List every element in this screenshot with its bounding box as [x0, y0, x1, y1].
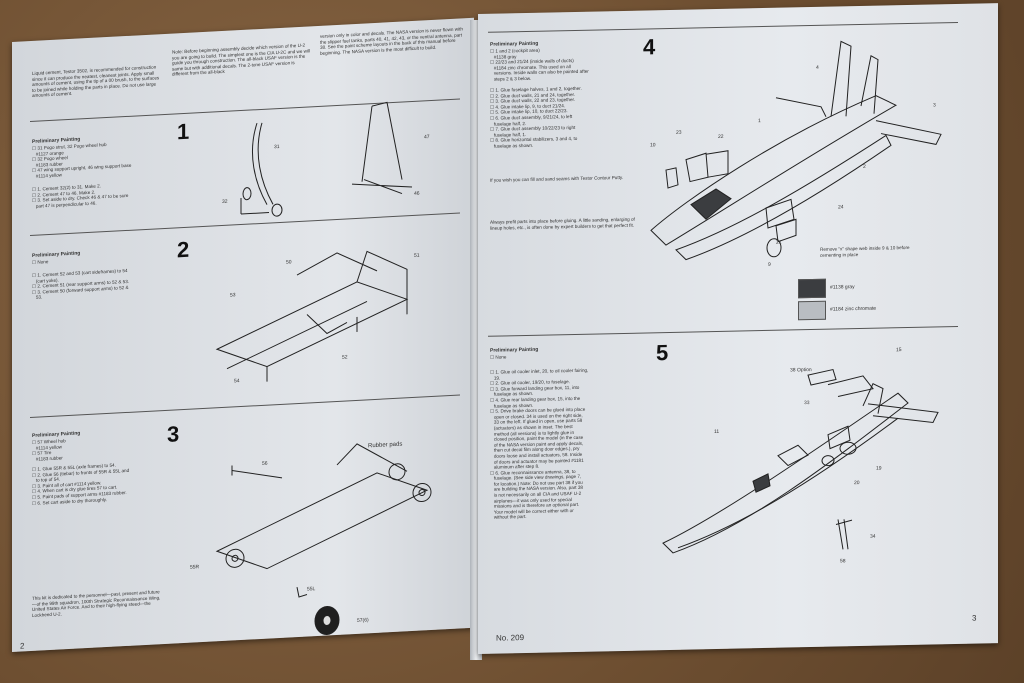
callout-46: 46 — [414, 190, 420, 197]
step-5-aircraft-drawing — [662, 368, 939, 554]
callout-50: 50 — [286, 259, 292, 266]
step-5-instructions: ☐ 1. Glue oil cooler inlet, 20, to oil c… — [490, 367, 589, 521]
callout-9: 9 — [768, 261, 771, 268]
callout-1: 1 — [758, 118, 761, 125]
callout-22: 22 — [718, 133, 724, 140]
legend-swatch-zinc-chromate — [798, 300, 826, 321]
callout-57-6: 57(6) — [357, 617, 369, 624]
step-1-instructions: ☐ 1. Cement 32(2) to 31. Make 2.☐ 2. Cem… — [32, 183, 129, 209]
divider — [30, 394, 460, 419]
intro-nasa-text: version only in color and decals. The NA… — [320, 26, 463, 56]
callout-34: 34 — [870, 533, 876, 540]
callout-56: 56 — [262, 460, 268, 467]
step-3-instructions: ☐ 1. Glue 55R & 55L (axle frames) to 54.… — [32, 462, 130, 506]
step-2-paint-list: ☐ None — [32, 259, 49, 265]
callout-53: 53 — [230, 292, 236, 299]
callout-4: 4 — [816, 64, 819, 71]
step-3-paint-list: ☐ 57 Wheel hub #1114 yellow☐ 57 Tire #11… — [32, 438, 66, 462]
callout-19: 19 — [876, 465, 882, 472]
callout-51: 51 — [414, 252, 420, 259]
step-5-paint-list: ☐ None — [490, 354, 507, 360]
kit-number: No. 209 — [496, 633, 525, 643]
right-page: 4 Preliminary Painting ☐ 1 and 2 (cockpi… — [478, 3, 998, 655]
step-3-number: 3 — [167, 421, 180, 447]
left-page: Liquid cement, Testor 3502, is recommend… — [12, 17, 474, 653]
callout-2: 2 — [863, 163, 866, 170]
callout-54: 54 — [234, 378, 240, 385]
intro-versions-text: Note: Before beginning assembly decide w… — [172, 42, 311, 77]
callout-58: 58 — [840, 558, 846, 565]
step-2-cart-frame-drawing — [215, 250, 409, 382]
callout-21: 21 — [776, 239, 782, 246]
callout-15: 15 — [896, 347, 902, 354]
divider — [488, 325, 958, 337]
step-1-paint-list: ☐ 31 Pogo strut, 32 Pogo wheel hub #1127… — [32, 142, 132, 179]
callout-38-option: 38 Option — [790, 367, 812, 374]
page-number-right: 3 — [972, 613, 977, 623]
step-4-heading: Preliminary Painting — [490, 40, 539, 48]
step-1-number: 1 — [177, 118, 190, 145]
putty-note: If you wish you can fill and sand seams … — [490, 174, 624, 183]
callout-55r: 55R — [190, 564, 200, 571]
callout-20: 20 — [854, 480, 860, 487]
web-removal-note: Remove "x" shape web inside 9 & 10 befor… — [820, 244, 910, 258]
step-4-fuselage-drawing — [650, 40, 942, 261]
legend-swatch-gray — [798, 278, 826, 299]
callout-55l: 55L — [307, 586, 316, 593]
dedication-text: This kit is dedicated to the personnel—p… — [32, 589, 161, 618]
step-2-instructions: ☐ 1. Cement 52 and 53 (cart sideframes) … — [32, 267, 130, 301]
step-4-instructions: ☐ 1. Glue fuselage halves, 1 and 2, toge… — [490, 85, 582, 149]
callout-3: 3 — [933, 102, 936, 109]
callout-33: 33 — [804, 400, 810, 407]
step-1-pogo-drawing — [240, 122, 283, 217]
prefit-note: Always prefit parts into place before gl… — [490, 216, 635, 231]
step-5-heading: Preliminary Painting — [490, 346, 539, 354]
divider — [488, 21, 958, 33]
callout-24: 24 — [838, 204, 844, 211]
intro-cement-text: Liquid cement, Testor 3502, is recommend… — [32, 64, 160, 99]
callout-47: 47 — [424, 134, 430, 141]
callout-31: 31 — [274, 143, 280, 151]
callout-11: 11 — [714, 428, 720, 436]
callout-32: 32 — [222, 198, 228, 205]
step-3-cart-wheels-drawing — [215, 443, 432, 636]
step-1-wing-support-drawing — [351, 101, 413, 195]
step-4-paint-list: ☐ 1 and 2 (cockpit area) #1138 gray☐ 22/… — [490, 47, 589, 82]
step-2-number: 2 — [177, 236, 190, 263]
page-number-left: 2 — [20, 641, 25, 651]
callout-10: 10 — [650, 142, 656, 149]
callout-23: 23 — [676, 129, 682, 136]
legend-label-zinc-chromate: #1184 zinc chromate — [830, 305, 877, 313]
step-2-heading: Preliminary Painting — [32, 250, 81, 259]
callout-52: 52 — [342, 354, 348, 361]
legend-label-gray: #1138 gray — [830, 284, 855, 291]
